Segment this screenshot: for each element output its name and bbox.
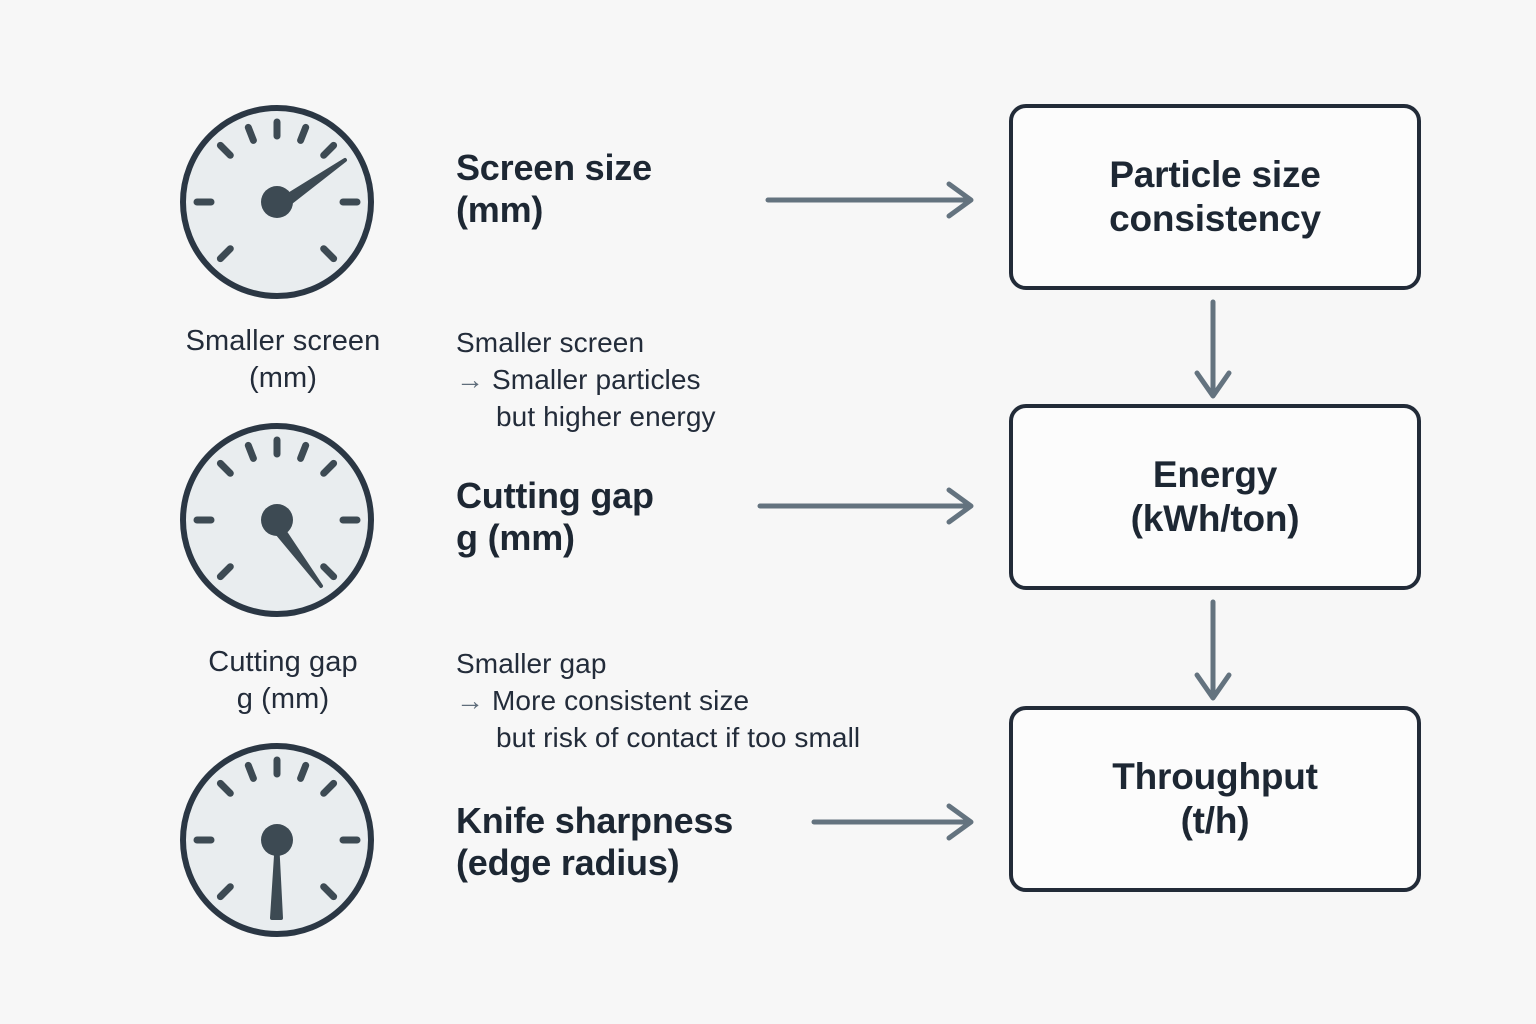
- outcome-box-particle-size-consistency[interactable]: Particle size consistency: [1009, 104, 1421, 290]
- note-screen-size: Smaller screen → Smaller particles but h…: [456, 325, 716, 436]
- param-heading-knife-sharpness: Knife sharpness (edge radius): [456, 800, 733, 885]
- cutting-gap-caption-line-1: Cutting gap: [208, 646, 358, 678]
- knife-sharpness-gauge: [177, 740, 377, 940]
- outcome-energy-line-2: (kWh/ton): [1130, 498, 1300, 539]
- outcome-label-particle-size-consistency: Particle size consistency: [1109, 153, 1321, 242]
- param-heading-screen-size: Screen size (mm): [456, 147, 652, 232]
- connector-cutting-gap-to-energy: [757, 486, 980, 526]
- note-screen-size-line-1: Smaller screen: [456, 327, 645, 358]
- screen-size-caption-line-2: (mm): [248, 361, 318, 394]
- outcome-throughput-line-1: Throughput: [1112, 755, 1318, 797]
- connector-knife-sharpness-to-throughput: [811, 802, 982, 842]
- screen-size-gauge: [177, 102, 377, 302]
- outcome-label-energy: Energy (kWh/ton): [1131, 453, 1300, 542]
- param-heading-knife-sharpness-line-1: Knife sharpness: [456, 800, 734, 841]
- screen-size-caption: Smaller screen (mm): [133, 323, 433, 397]
- note-cutting-gap-line-3: but risk of contact if too small: [496, 721, 861, 753]
- right-arrow-icon: →: [456, 684, 485, 716]
- note-cutting-gap: Smaller gap → More consistent size but r…: [456, 646, 860, 757]
- outcome-energy-line-1: Energy: [1152, 453, 1278, 495]
- cutting-gap-caption: Cutting gap g (mm): [133, 644, 433, 718]
- param-heading-cutting-gap-line-1: Cutting gap: [456, 475, 654, 516]
- right-arrow-icon: →: [456, 363, 485, 395]
- note-screen-size-line-2: → Smaller particles: [456, 362, 716, 399]
- connector-screen-size-to-particle-size: [765, 180, 980, 220]
- screen-size-caption-line-1: Smaller screen: [185, 325, 381, 357]
- cutting-gap-gauge: [177, 420, 377, 620]
- cutting-gap-caption-line-2: g (mm): [236, 682, 330, 715]
- connector-particle-size-to-energy: [1188, 299, 1238, 406]
- outcome-box-throughput[interactable]: Throughput (t/h): [1009, 706, 1421, 892]
- param-heading-cutting-gap-line-2: g (mm): [456, 517, 575, 559]
- param-heading-knife-sharpness-line-2: (edge radius): [456, 842, 680, 884]
- note-cutting-gap-line-1: Smaller gap: [456, 648, 607, 679]
- outcome-box-energy[interactable]: Energy (kWh/ton): [1009, 404, 1421, 590]
- outcome-label-throughput: Throughput (t/h): [1112, 755, 1318, 844]
- outcome-throughput-line-2: (t/h): [1180, 800, 1250, 841]
- note-screen-size-line-3: but higher energy: [496, 400, 716, 432]
- param-heading-screen-size-line-1: Screen size: [456, 147, 652, 188]
- note-cutting-gap-line-2: → More consistent size: [456, 683, 860, 720]
- param-heading-screen-size-line-2: (mm): [456, 189, 544, 231]
- outcome-particle-size-line-1: Particle size: [1109, 153, 1321, 195]
- note-screen-size-line-2-text: Smaller particles: [492, 363, 701, 395]
- note-cutting-gap-line-2-text: More consistent size: [492, 684, 750, 716]
- param-heading-cutting-gap: Cutting gap g (mm): [456, 475, 654, 560]
- connector-energy-to-throughput: [1188, 599, 1238, 708]
- outcome-particle-size-line-2: consistency: [1109, 198, 1321, 239]
